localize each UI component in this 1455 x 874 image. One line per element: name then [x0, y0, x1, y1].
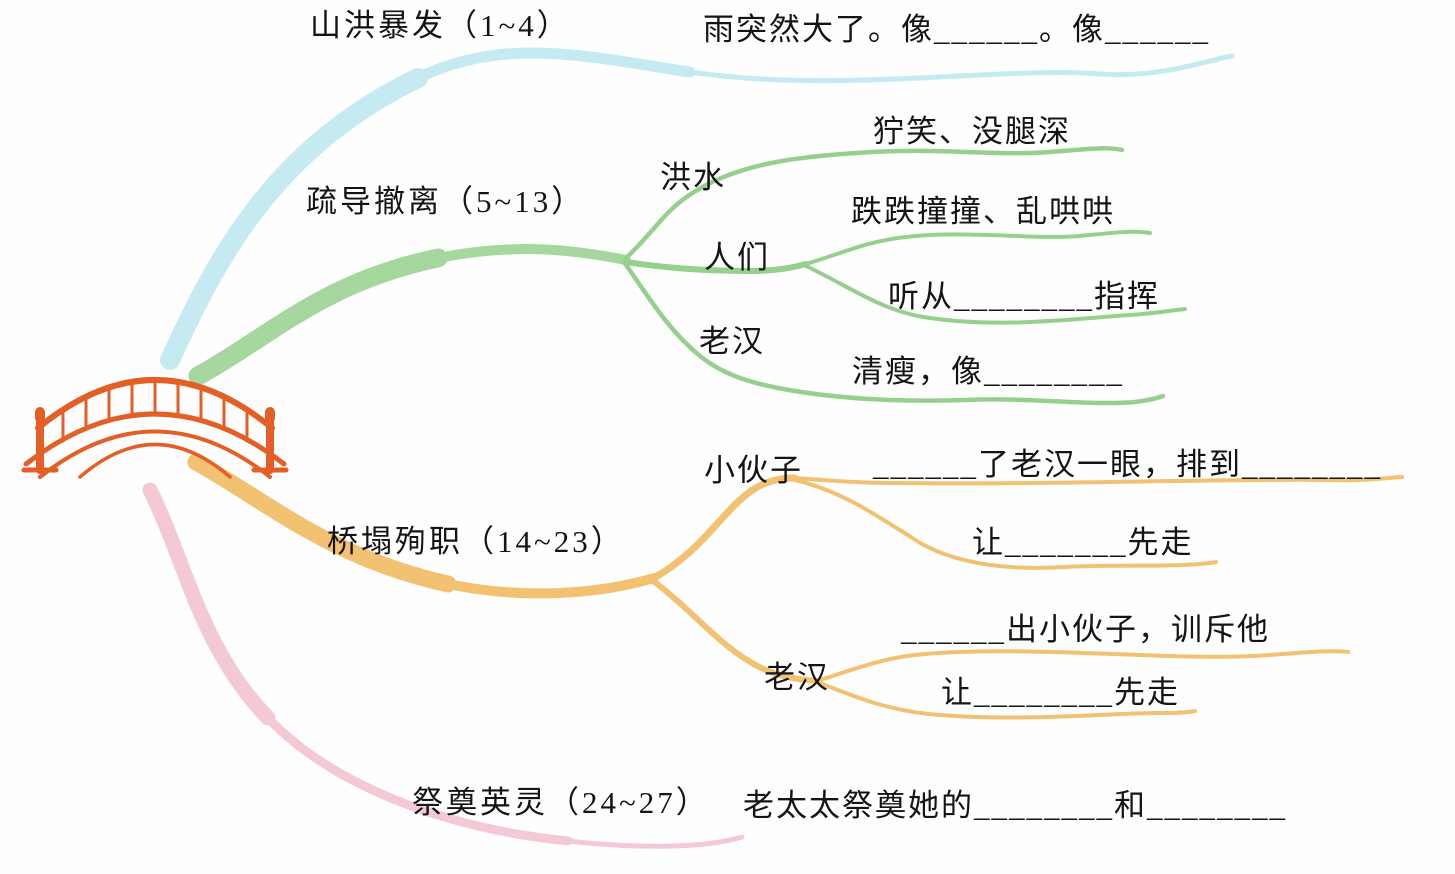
green-line-diedie — [804, 229, 1152, 266]
detail-rang-xianzou-2: 让________先走 — [941, 675, 1180, 710]
pink-trunk-mid — [263, 713, 573, 846]
green-trunk-thin — [433, 244, 631, 265]
node-laohan-2: 老汉 — [764, 660, 830, 695]
bridge-under-arch — [78, 442, 232, 479]
orange-trunk-thick — [187, 453, 457, 593]
node-xiaohuozi: 小伙子 — [704, 453, 803, 488]
orange-trunk-thin — [443, 573, 659, 599]
orange-line-rang-2 — [818, 681, 1197, 720]
detail-jiuchu-xunchi: ______出小伙子，训斥他 — [901, 612, 1270, 647]
node-renmen: 人们 — [704, 240, 770, 275]
branch-pink — [142, 482, 745, 849]
orange-stem-laohan — [649, 577, 823, 684]
branch-cyan — [160, 47, 1235, 370]
node-qiaota-xunzhi: 桥塌殉职（14~23） — [327, 524, 625, 559]
green-line-laohan — [621, 259, 1166, 406]
detail-ningxiao: 狞笑、没腿深 — [873, 114, 1071, 149]
detail-qingshou: 清瘦，像________ — [852, 354, 1124, 389]
node-hongshui: 洪水 — [660, 160, 726, 195]
branch-cyan-mid — [412, 47, 696, 84]
orange-stem-xiaohuozi — [650, 474, 799, 582]
branch-cyan-tip — [687, 53, 1235, 84]
pink-trunk-thick — [142, 482, 276, 726]
detail-rang-xianzou-1: 让_______先走 — [972, 525, 1194, 560]
bridge-icon — [21, 377, 289, 479]
branch-green-subs — [621, 146, 1187, 406]
orange-line-piao — [793, 475, 1404, 486]
detail-tingcong-zhihui: 听从________指挥 — [888, 279, 1160, 314]
branch-green-trunk — [188, 244, 631, 386]
branch-orange — [187, 453, 1404, 720]
detail-piao-laohan: ______了老汉一眼，排到________ — [873, 447, 1382, 482]
detail-diedie-zhuangzhuang: 跌跌撞撞、乱哄哄 — [851, 194, 1115, 229]
green-line-hongshui — [623, 146, 1125, 261]
bridge-deck-bottom — [38, 429, 272, 479]
node-jidian-yingling: 祭奠英灵（24~27） — [412, 785, 710, 820]
node-shanhong-baofa: 山洪暴发（1~4） — [310, 8, 571, 43]
orange-line-jiu — [818, 649, 1350, 682]
green-line-tingcong — [804, 264, 1187, 325]
detail-laotaitai: 老太太祭奠她的________和________ — [743, 788, 1287, 823]
node-shudao-cheli: 疏导撤离（5~13） — [306, 184, 586, 219]
green-trunk-thick — [188, 248, 448, 386]
bridge-deck-top — [23, 411, 287, 467]
green-stem-renmen — [623, 259, 809, 275]
branch-cyan-trunk — [160, 68, 428, 370]
orange-line-rang-1 — [793, 478, 1218, 570]
detail-rain: 雨突然大了。像______。像______ — [703, 12, 1210, 47]
pink-trunk-tip — [565, 834, 745, 849]
node-laohan-1: 老汉 — [699, 324, 765, 359]
